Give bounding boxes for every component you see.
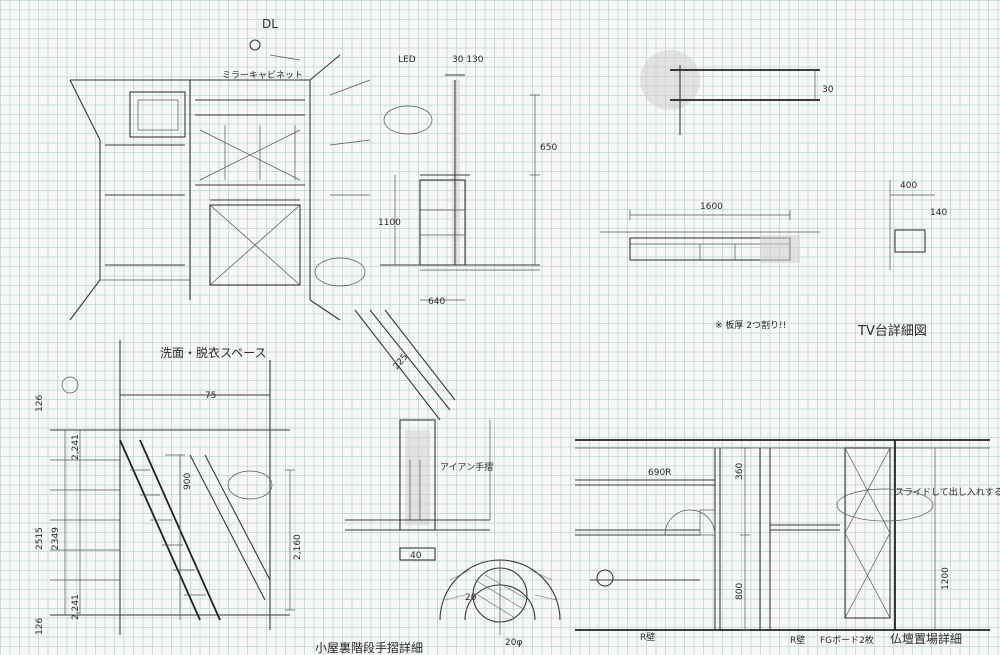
dim-75: 75 (205, 391, 216, 401)
fg-board-label: FGボード2枚 (820, 634, 874, 646)
r-wall-label: R壁 (640, 631, 655, 643)
dim-360: 360 (735, 463, 745, 480)
washroom-perspective (69, 39, 371, 321)
altar-title: 仏壇置場詳細 (890, 631, 962, 646)
dim-126b: 126 (35, 618, 45, 635)
dim-30: 30 (822, 85, 834, 95)
dim-1100: 1100 (378, 218, 401, 228)
r-wall-label-2: R壁 (790, 634, 805, 646)
dim-900: 900 (183, 473, 193, 490)
dim-20: 20 (465, 593, 477, 603)
iron-handrail-label: アイアン手摺 (440, 461, 493, 473)
tv-title: TV台詳細図 (857, 323, 927, 339)
dim-690r: 690R (648, 468, 671, 478)
dim-800: 800 (735, 583, 745, 600)
staircase-section (50, 340, 295, 635)
dim-30-130: 30 130 (452, 55, 484, 65)
dim-2241-bottom: 2,241 (71, 594, 81, 620)
slide-door-label: スライドして出し入れする扉 (895, 486, 1000, 498)
altar-detail (575, 439, 990, 631)
dim-650: 650 (540, 143, 557, 153)
dim-40: 40 (410, 551, 422, 561)
dim-2241-top: 2,241 (71, 434, 81, 460)
dim-2160: 2,160 (293, 534, 303, 560)
handrail-detail (345, 309, 561, 635)
dim-1200: 1200 (941, 567, 951, 590)
dl-label: DL (262, 17, 278, 31)
dim-1600: 1600 (700, 202, 723, 212)
washbasin-section (380, 74, 540, 301)
mirror-cabinet-label: ミラーキャビネット (222, 70, 303, 81)
dim-2349: 2349 (51, 527, 61, 550)
tv-note: ※ 板厚 2つ割り!! (715, 319, 786, 331)
dim-2515: 2515 (35, 527, 45, 550)
dim-640: 640 (428, 297, 445, 307)
dim-400: 400 (900, 181, 917, 191)
led-label: LED (398, 55, 416, 65)
dim-225: 225 (392, 352, 411, 372)
washbasin-note: 洗面・脱衣スペース (160, 345, 267, 360)
dim-140: 140 (930, 208, 947, 218)
dim-20b: 20φ (505, 638, 522, 648)
handrail-title: 小屋裏階段手摺詳細 (315, 640, 423, 655)
tv-stand-detail (600, 50, 935, 270)
dim-126: 126 (35, 395, 45, 412)
